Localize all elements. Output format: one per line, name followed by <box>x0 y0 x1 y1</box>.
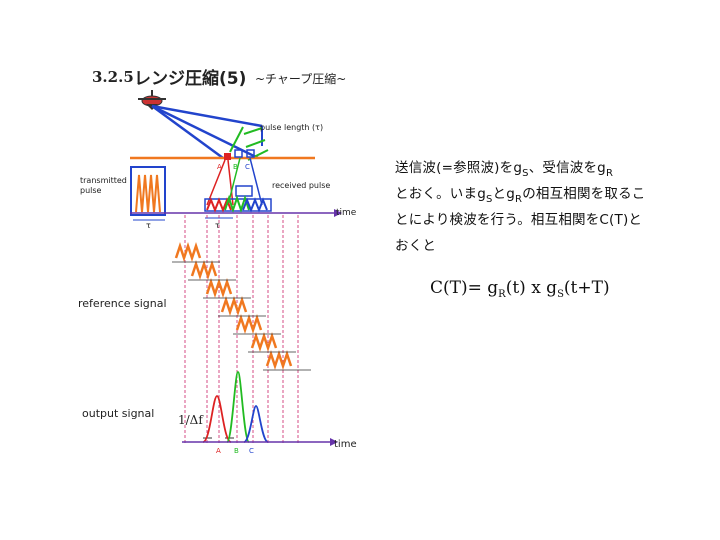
transmitted-pulse-label: transmitted <box>80 176 127 185</box>
point-c-bottom: C <box>249 447 254 455</box>
explanation-line-1: 送信波(=参照波)をgS、受信波をgR <box>395 160 614 179</box>
time-gridlines <box>184 215 299 445</box>
tau-label-2: τ <box>215 221 220 230</box>
reference-baselines <box>172 261 311 371</box>
pulse-length-marker <box>229 126 269 161</box>
transmitted-chirp <box>135 174 161 213</box>
reference-signal-chirps <box>174 242 293 370</box>
slide-subtitle: ~チャープ圧縮~ <box>255 72 347 86</box>
compressed-output-peaks <box>202 371 269 443</box>
point-a-top: A <box>217 163 222 171</box>
explanation-line-4: おくと <box>395 238 437 254</box>
section-number: 3.2.5 <box>92 68 134 86</box>
output-signal-label: output signal <box>82 407 154 420</box>
point-c-top: C <box>245 163 250 171</box>
transmitted-pulse-box <box>130 166 166 216</box>
time-label-bottom: time <box>334 439 357 450</box>
resolution-label: 1/Δf <box>178 413 204 427</box>
received-pulse-box <box>235 185 253 197</box>
echo-paths <box>206 157 263 206</box>
point-a-bottom: A <box>216 447 221 455</box>
explanation-line-2: とおく。いまgSとgRの相互相関を取るこ <box>395 186 646 205</box>
point-b-top: B <box>233 163 238 171</box>
tau-label-1: τ <box>146 221 151 230</box>
cross-correlation-formula: C(T)= gR(t) x gS(t+T) <box>430 278 610 300</box>
explanation-line-3: とにより検波を行う。相互相関をC(T)と <box>395 212 643 228</box>
received-pulse-label: received pulse <box>272 181 330 190</box>
time-label-top: time <box>336 208 357 218</box>
slide-title: レンジ圧縮(5) <box>134 69 247 89</box>
radar-beam <box>151 104 263 160</box>
transmitted-pulse-label-2: pulse <box>80 186 102 195</box>
reference-signal-label: reference signal <box>78 297 167 310</box>
point-b-bottom: B <box>234 447 239 455</box>
pulse-length-label: pulse length (τ) <box>260 123 323 132</box>
target-points <box>224 149 255 160</box>
